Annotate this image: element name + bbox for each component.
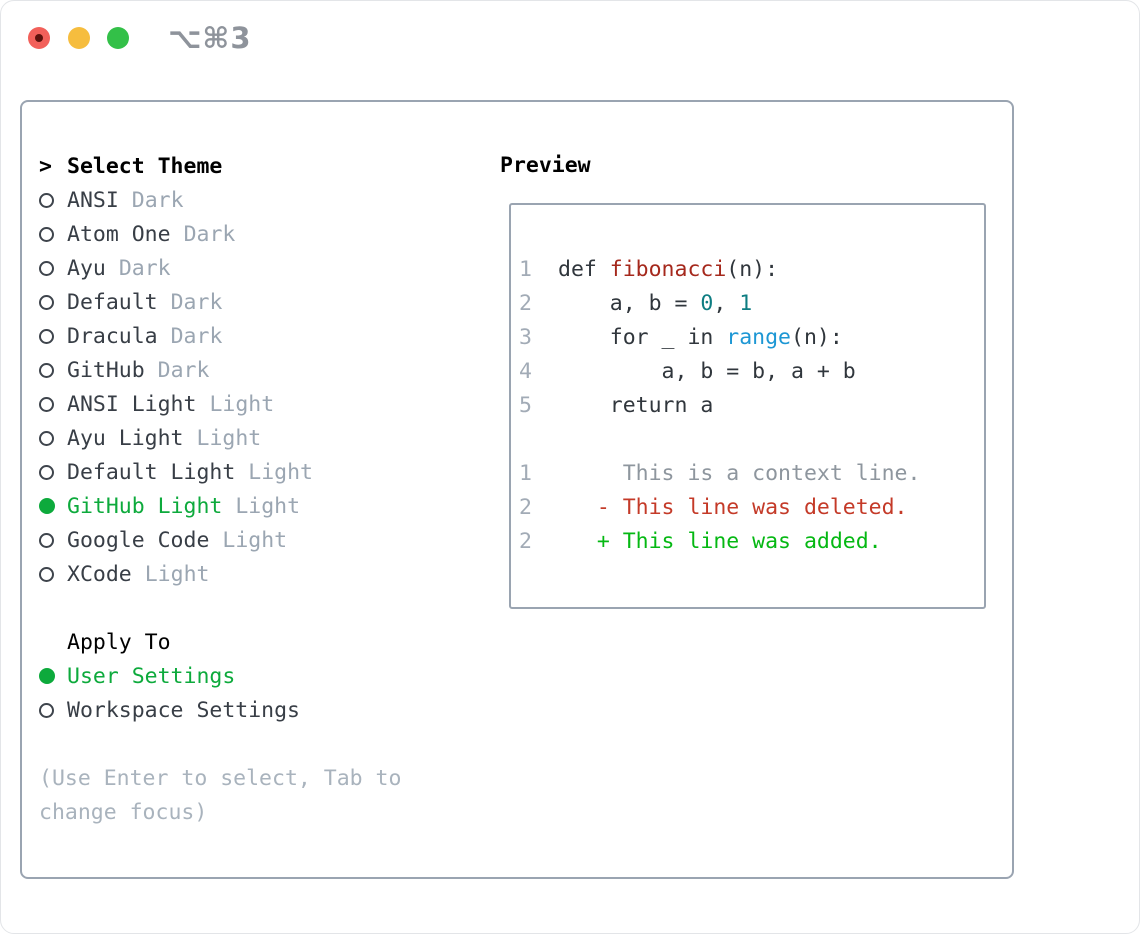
theme-name: ANSI Light: [67, 391, 197, 417]
code-line: 1 This is a context line.: [519, 456, 920, 490]
theme-name: ANSI: [67, 187, 119, 213]
traffic-light-maximize-icon[interactable]: [107, 27, 129, 49]
code-line: 2 + This line was added.: [519, 524, 920, 558]
code-text: + This line was added.: [558, 528, 882, 554]
radio-icon: [39, 464, 67, 480]
line-number: 5: [519, 392, 532, 418]
code-line: 5 return a: [519, 388, 920, 422]
theme-item-ansi-light[interactable]: ANSI Light Light: [39, 387, 401, 421]
theme-item-github-light[interactable]: GitHub Light Light: [39, 489, 401, 523]
code-text: def fibonacci(n):: [558, 256, 779, 282]
apply-option-user-settings[interactable]: User Settings: [39, 659, 401, 693]
theme-list-header: > Select Theme: [39, 149, 401, 183]
code-text: This is a context line.: [558, 460, 921, 486]
theme-item-ayu-light[interactable]: Ayu Light Light: [39, 421, 401, 455]
theme-name: Ayu: [67, 255, 106, 281]
code-line: 4 a, b = b, a + b: [519, 354, 920, 388]
theme-item-default[interactable]: Default Dark: [39, 285, 401, 319]
apply-option-workspace-settings[interactable]: Workspace Settings: [39, 693, 401, 727]
code-line: 2 - This line was deleted.: [519, 490, 920, 524]
radio-icon: [39, 566, 67, 582]
code-text: a, b = b, a + b: [558, 358, 856, 384]
theme-item-xcode[interactable]: XCode Light: [39, 557, 401, 591]
prompt-glyph: >: [39, 153, 52, 179]
hint-text-line2: change focus): [39, 799, 208, 825]
theme-variant: Light: [222, 527, 288, 553]
prompt-icon: >: [39, 154, 67, 179]
preview-header: Preview: [500, 153, 591, 178]
code-line: 1 def fibonacci(n):: [519, 252, 920, 286]
code-line: [519, 422, 920, 456]
code-text: return a: [558, 392, 714, 418]
theme-name: XCode: [67, 561, 132, 587]
apply-to-title: Apply To: [67, 629, 171, 655]
line-number: 1: [519, 460, 532, 486]
theme-item-default-light[interactable]: Default Light Light: [39, 455, 401, 489]
theme-variant: Dark: [118, 255, 171, 281]
theme-name: Dracula: [67, 323, 158, 349]
line-number: 2: [519, 290, 532, 316]
line-number: 3: [519, 324, 532, 350]
theme-name: Ayu Light: [67, 425, 184, 451]
theme-variant: Light: [235, 493, 301, 519]
apply-option-label: User Settings: [67, 663, 236, 689]
theme-name: Default Light: [67, 459, 236, 485]
theme-variant: Light: [196, 425, 262, 451]
code-text: a, b = 0, 1: [558, 290, 753, 316]
radio-icon: [39, 294, 67, 310]
window-title: ⌥⌘3: [168, 21, 252, 55]
theme-item-ansi[interactable]: ANSI Dark: [39, 183, 401, 217]
hint-text-line1: (Use Enter to select, Tab to: [39, 765, 402, 791]
radio-icon: [39, 396, 67, 412]
theme-variant: Light: [144, 561, 210, 587]
apply-option-label: Workspace Settings: [67, 697, 300, 723]
line-number: 2: [519, 528, 532, 554]
theme-name: GitHub: [67, 357, 145, 383]
line-number: 4: [519, 358, 532, 384]
theme-item-ayu[interactable]: Ayu Dark: [39, 251, 401, 285]
titlebar: ⌥⌘3: [1, 1, 1139, 76]
theme-variant: Light: [248, 459, 314, 485]
radio-selected-icon: [39, 668, 67, 684]
radio-icon: [39, 328, 67, 344]
traffic-light-close-icon[interactable]: [28, 27, 50, 49]
code-line: 2 a, b = 0, 1: [519, 286, 920, 320]
theme-variant: Light: [209, 391, 275, 417]
theme-variant: Dark: [131, 187, 184, 213]
traffic-light-minimize-icon[interactable]: [68, 27, 90, 49]
radio-icon: [39, 362, 67, 378]
radio-icon: [39, 226, 67, 242]
theme-name: Default: [67, 289, 158, 315]
radio-icon: [39, 192, 67, 208]
spacer: [39, 727, 401, 761]
theme-item-atom-one[interactable]: Atom One Dark: [39, 217, 401, 251]
theme-list-title: Select Theme: [67, 153, 223, 179]
code-text: for _ in range(n):: [558, 324, 843, 350]
spacer: [39, 591, 401, 625]
theme-item-github[interactable]: GitHub Dark: [39, 353, 401, 387]
theme-name: Atom One: [67, 221, 171, 247]
radio-icon: [39, 430, 67, 446]
theme-variant: Dark: [170, 289, 223, 315]
code-text: - This line was deleted.: [558, 494, 908, 520]
radio-icon: [39, 260, 67, 276]
theme-name: GitHub Light: [67, 493, 223, 519]
line-number: 2: [519, 494, 532, 520]
radio-icon: [39, 532, 67, 548]
theme-item-dracula[interactable]: Dracula Dark: [39, 319, 401, 353]
theme-variant: Dark: [183, 221, 236, 247]
line-number: 1: [519, 256, 532, 282]
code-line: 3 for _ in range(n):: [519, 320, 920, 354]
theme-item-google-code[interactable]: Google Code Light: [39, 523, 401, 557]
apply-to-header: Apply To: [39, 625, 401, 659]
radio-icon: [39, 702, 67, 718]
theme-variant: Dark: [170, 323, 223, 349]
theme-variant: Dark: [157, 357, 210, 383]
theme-name: Google Code: [67, 527, 210, 553]
radio-selected-icon: [39, 498, 67, 514]
